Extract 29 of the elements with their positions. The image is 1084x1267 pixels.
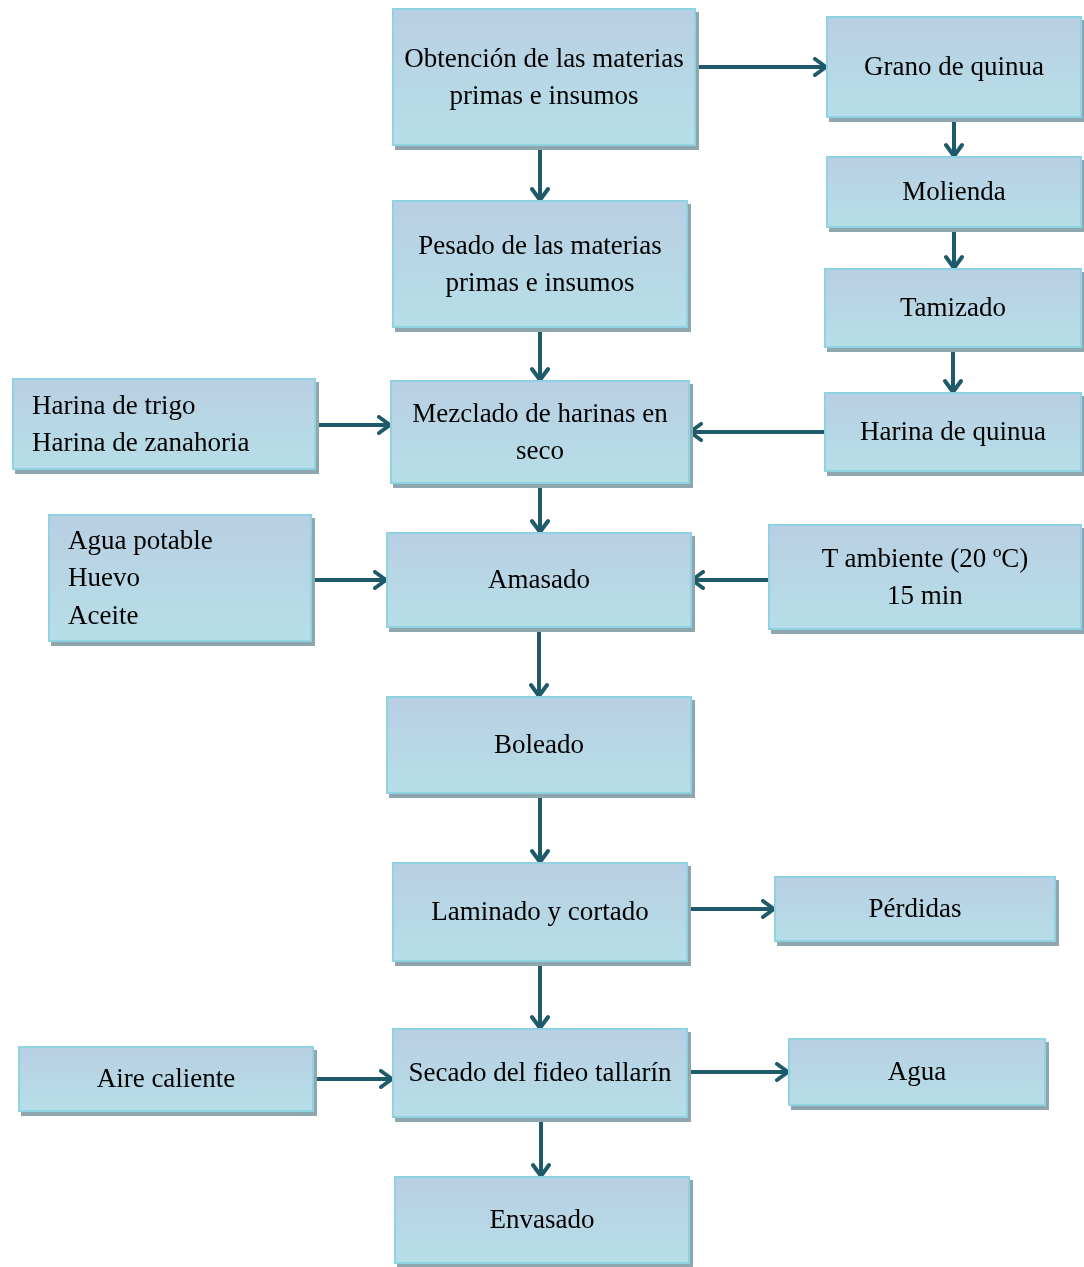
arrow (688, 899, 776, 919)
arrow (314, 1069, 394, 1089)
box-label: Amasado (488, 563, 590, 597)
arrow (316, 415, 392, 435)
box-label: Molienda (902, 175, 1006, 209)
box-label: Harina de zanahoria (32, 426, 250, 459)
box-label: Pérdidas (868, 892, 962, 926)
box-label: Boleado (494, 728, 584, 762)
box-label: Secado del fideo tallarín (408, 1056, 672, 1090)
box-label: Huevo (68, 561, 140, 595)
arrow (688, 1062, 790, 1082)
box-label: Harina de trigo (32, 388, 196, 422)
box-label: Envasado (489, 1203, 595, 1237)
box-label: Grano de quinua (864, 50, 1044, 84)
process-box (394, 1176, 690, 1264)
box-label: Mezclado de harinas en seco (411, 396, 669, 467)
arrow (312, 570, 388, 590)
box-label: Pesado de las materias primas e insumos (417, 228, 663, 299)
arrow (696, 57, 828, 77)
box-label: Agua (887, 1055, 947, 1089)
box-label: 15 min (887, 579, 963, 612)
box-label: Tamizado (899, 291, 1007, 325)
box-label: Obtención de las materias primas e insumos (404, 41, 684, 112)
box-label: T ambiente (20 ºC) (821, 541, 1029, 575)
box-label: Harina de quinua (860, 415, 1046, 449)
box-label: Laminado y cortado (431, 895, 649, 929)
box-label: Aceite (68, 598, 139, 632)
box-label: Aire caliente (96, 1062, 236, 1096)
box-label: Agua potable (68, 524, 213, 558)
